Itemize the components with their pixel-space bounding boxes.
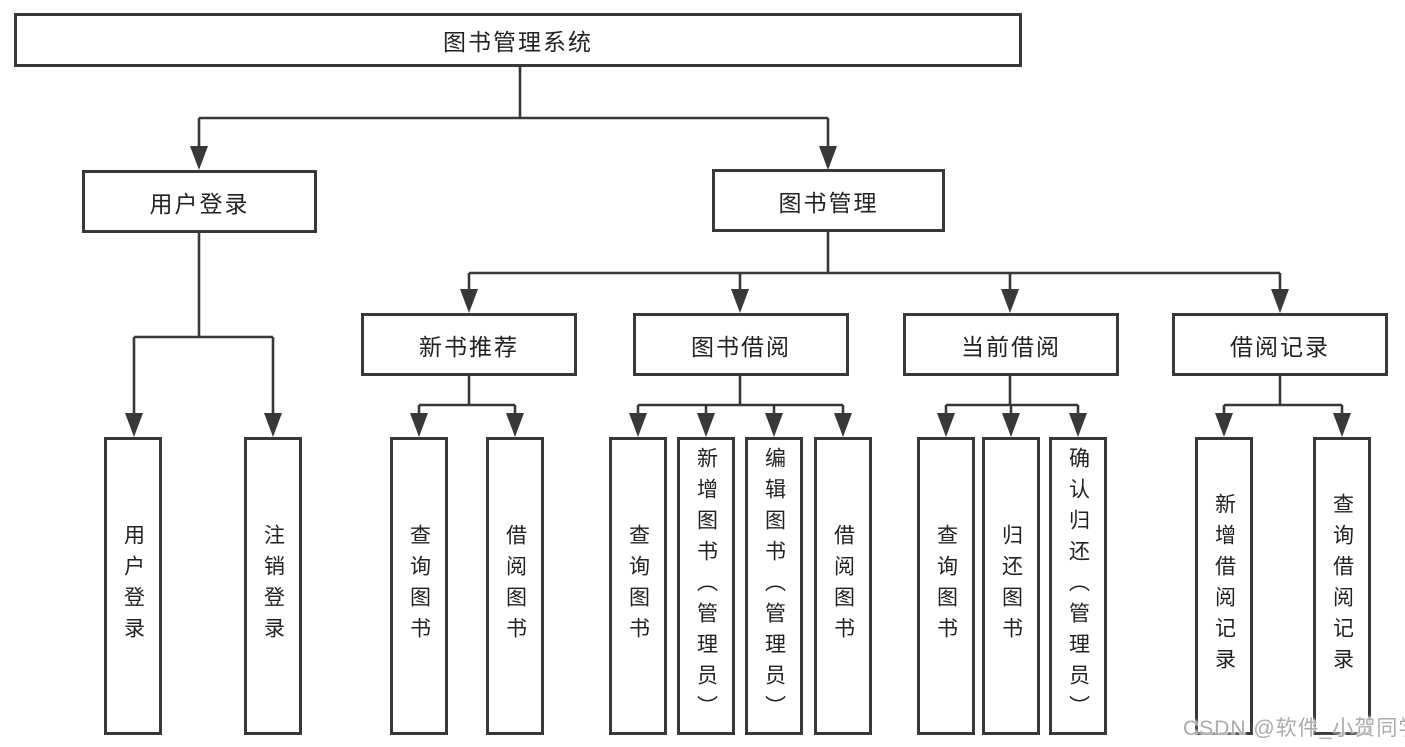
node-borrow-query-books: 查询图书 xyxy=(609,437,667,735)
node-borrow-borrow-books: 借阅图书 xyxy=(814,437,872,735)
node-current-borrow: 当前借阅 xyxy=(903,313,1119,376)
node-library-system-root: 图书管理系统 xyxy=(14,13,1022,67)
node-current-confirm-return-admin: 确认归还（管理员） xyxy=(1049,437,1107,735)
node-login-user-login: 用户登录 xyxy=(104,437,162,735)
csdn-watermark: CSDN @软件_小贺同学 xyxy=(1183,717,1405,740)
node-borrow-records: 借阅记录 xyxy=(1172,313,1388,376)
node-records-add-borrow-record: 新增借阅记录 xyxy=(1195,437,1253,735)
node-book-management: 图书管理 xyxy=(712,169,945,232)
node-user-login: 用户登录 xyxy=(82,170,317,233)
node-current-query-books: 查询图书 xyxy=(917,437,975,735)
node-current-return-books: 归还图书 xyxy=(982,437,1040,735)
node-login-logout: 注销登录 xyxy=(244,437,302,735)
node-recommend-query-books: 查询图书 xyxy=(390,437,448,735)
node-borrow-edit-book-admin: 编辑图书（管理员） xyxy=(745,437,803,735)
node-new-book-recommend: 新书推荐 xyxy=(361,313,577,376)
arrowheads xyxy=(125,146,1351,437)
node-recommend-borrow-books: 借阅图书 xyxy=(486,437,544,735)
node-records-query-borrow-record: 查询借阅记录 xyxy=(1313,437,1371,735)
node-borrow-add-book-admin: 新增图书（管理员） xyxy=(677,437,735,735)
node-book-borrow: 图书借阅 xyxy=(633,313,849,376)
